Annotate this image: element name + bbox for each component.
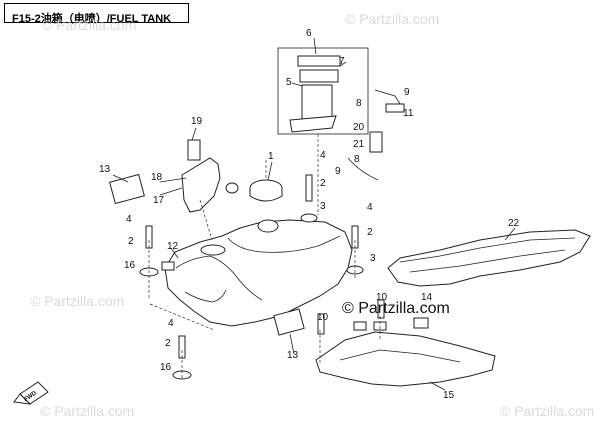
watermark-bottom-right: © Partzilla.com: [500, 403, 594, 419]
callout-14: 14: [421, 292, 433, 303]
fuel-filter: [369, 131, 383, 153]
rubber-mount-center: [300, 213, 318, 223]
callout-2: 2: [367, 227, 373, 238]
watermark-mid-left: © Partzilla.com: [30, 293, 124, 309]
callout-6: 6: [306, 28, 312, 39]
pump-base: [289, 115, 337, 133]
pump-top-ring: [297, 55, 341, 67]
callout-21: 21: [353, 139, 365, 150]
spacer-block-a: [353, 321, 367, 331]
callout-10: 10: [376, 292, 388, 303]
brand-overlay: © Partzilla.com: [342, 300, 450, 317]
callout-11: 11: [403, 108, 414, 119]
pump-gasket: [299, 69, 339, 83]
callout-17: 17: [153, 195, 165, 206]
callout-10: 10: [317, 312, 329, 323]
callout-4: 4: [126, 214, 132, 225]
bolt-frame: [317, 313, 325, 335]
callout-13: 13: [99, 164, 111, 175]
pump-assembly-box: [277, 47, 369, 135]
warning-label-left: [109, 173, 145, 205]
tank-bracket: [181, 157, 221, 213]
filler-neck: [257, 219, 279, 233]
fuel-pump: [301, 84, 333, 122]
bolt-frame-b: [377, 299, 385, 319]
callout-3: 3: [370, 253, 376, 264]
bracket-bolt-plate: [187, 139, 201, 161]
lower-frame-bracket: [315, 331, 496, 387]
callout-15: 15: [443, 390, 455, 401]
watermark-top-right: © Partzilla.com: [345, 11, 439, 27]
breather-fitting: [225, 182, 239, 194]
callout-19: 19: [191, 116, 203, 127]
tank-mount-tab: [161, 261, 175, 271]
diagram-title-box: F15-2油箱（电喷）/FUEL TANK: [4, 3, 189, 25]
skid-plate: [387, 229, 591, 287]
callout-4: 4: [168, 318, 174, 329]
callout-16: 16: [160, 362, 172, 373]
fuel-tank: [164, 219, 353, 327]
callout-22: 22: [508, 218, 520, 229]
bolt-left-lower: [178, 335, 186, 359]
callout-9: 9: [335, 166, 341, 177]
callout-8: 8: [356, 98, 362, 109]
bolt-center: [305, 174, 313, 202]
callout-1: 1: [268, 151, 274, 162]
callout-3: 3: [320, 201, 326, 212]
callout-2: 2: [165, 338, 171, 349]
fwd-arrow-icon: FWD: [13, 381, 49, 405]
fuel-hose-lower: [347, 157, 379, 181]
bolt-left-upper: [145, 225, 153, 249]
warning-label-bottom: [273, 308, 305, 336]
callout-5: 5: [286, 77, 292, 88]
callout-2: 2: [320, 178, 326, 189]
bolt-right: [351, 225, 359, 249]
callout-18: 18: [151, 172, 163, 183]
spacer-block-c: [413, 317, 429, 329]
callout-9: 9: [404, 87, 410, 98]
callout-4: 4: [320, 150, 326, 161]
diagram-title: F15-2油箱（电喷）/FUEL TANK: [12, 13, 172, 25]
watermark-bottom-left: © Partzilla.com: [40, 403, 134, 419]
callout-12: 12: [167, 241, 179, 252]
callout-20: 20: [353, 122, 365, 133]
callout-2: 2: [128, 236, 134, 247]
callout-7: 7: [339, 56, 345, 67]
leader-lines: [112, 37, 516, 391]
hose-clamp: [385, 103, 405, 113]
callout-13: 13: [287, 350, 299, 361]
callout-4: 4: [367, 202, 373, 213]
fuel-pump-opening: [200, 244, 226, 256]
callout-8: 8: [354, 154, 360, 165]
watermark-top-left: © Partzilla.com: [42, 17, 136, 33]
callout-labels: 1 2 2 2 2 3 3 4 4 4 4 5 6 7 8 8 9 9 10 1…: [99, 28, 520, 401]
callout-16: 16: [124, 260, 136, 271]
